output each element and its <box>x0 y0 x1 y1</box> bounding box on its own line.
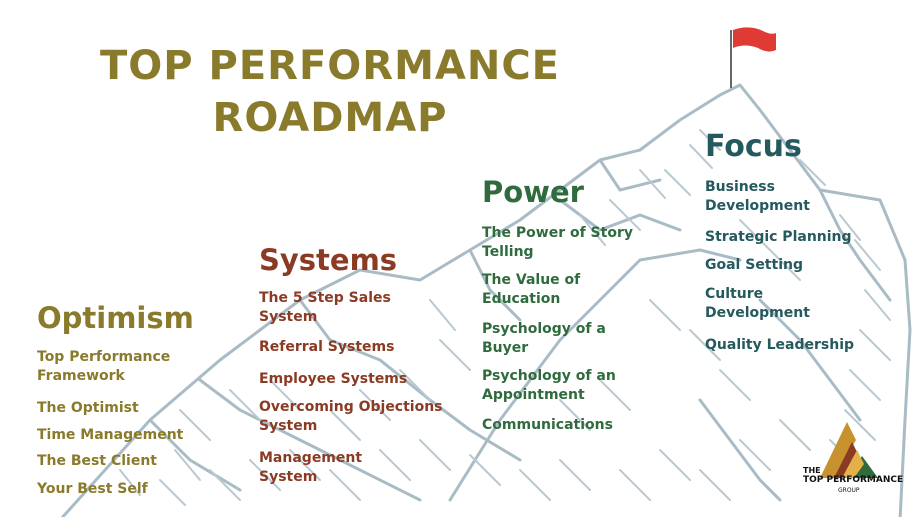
title-line-2: ROADMAP <box>212 95 448 141</box>
systems-item: The 5 Step Sales System <box>259 290 391 325</box>
focus-item: Quality Leadership <box>705 337 855 353</box>
title-line-1: TOP PERFORMANCE <box>99 43 561 89</box>
logo-the: THE <box>803 466 821 475</box>
power-item: Communications <box>482 417 613 433</box>
focus-item: Culture Development <box>705 286 810 321</box>
optimism-heading: Optimism <box>37 301 194 335</box>
page-title: TOP PERFORMANCE ROADMAP <box>0 40 660 144</box>
company-logo-icon <box>820 422 878 478</box>
power-item: The Power of Story Telling <box>482 225 633 260</box>
systems-item: Management System <box>259 450 363 485</box>
optimism-item: Top Performance Framework <box>37 349 171 384</box>
power-item: The Value of Education <box>482 272 581 307</box>
systems-item: Referral Systems <box>259 339 395 355</box>
optimism-item: Your Best Self <box>37 481 148 497</box>
logo-name: TOP PERFORMANCE <box>803 475 904 485</box>
power-item: Psychology of a Buyer <box>482 321 606 356</box>
optimism-item: The Best Client <box>37 453 157 469</box>
systems-heading: Systems <box>259 243 398 277</box>
optimism-item: The Optimist <box>37 400 139 416</box>
power-heading: Power <box>482 175 584 209</box>
systems-item: Employee Systems <box>259 371 408 387</box>
power-item: Psychology of an Appointment <box>482 368 616 403</box>
focus-item: Strategic Planning <box>705 229 852 245</box>
focus-item: Business Development <box>705 179 810 214</box>
focus-heading: Focus <box>705 129 802 164</box>
optimism-item: Time Management <box>37 427 184 443</box>
systems-item: Overcoming Objections System <box>259 399 443 434</box>
focus-item: Goal Setting <box>705 257 803 273</box>
logo-group: GROUP <box>838 487 860 494</box>
